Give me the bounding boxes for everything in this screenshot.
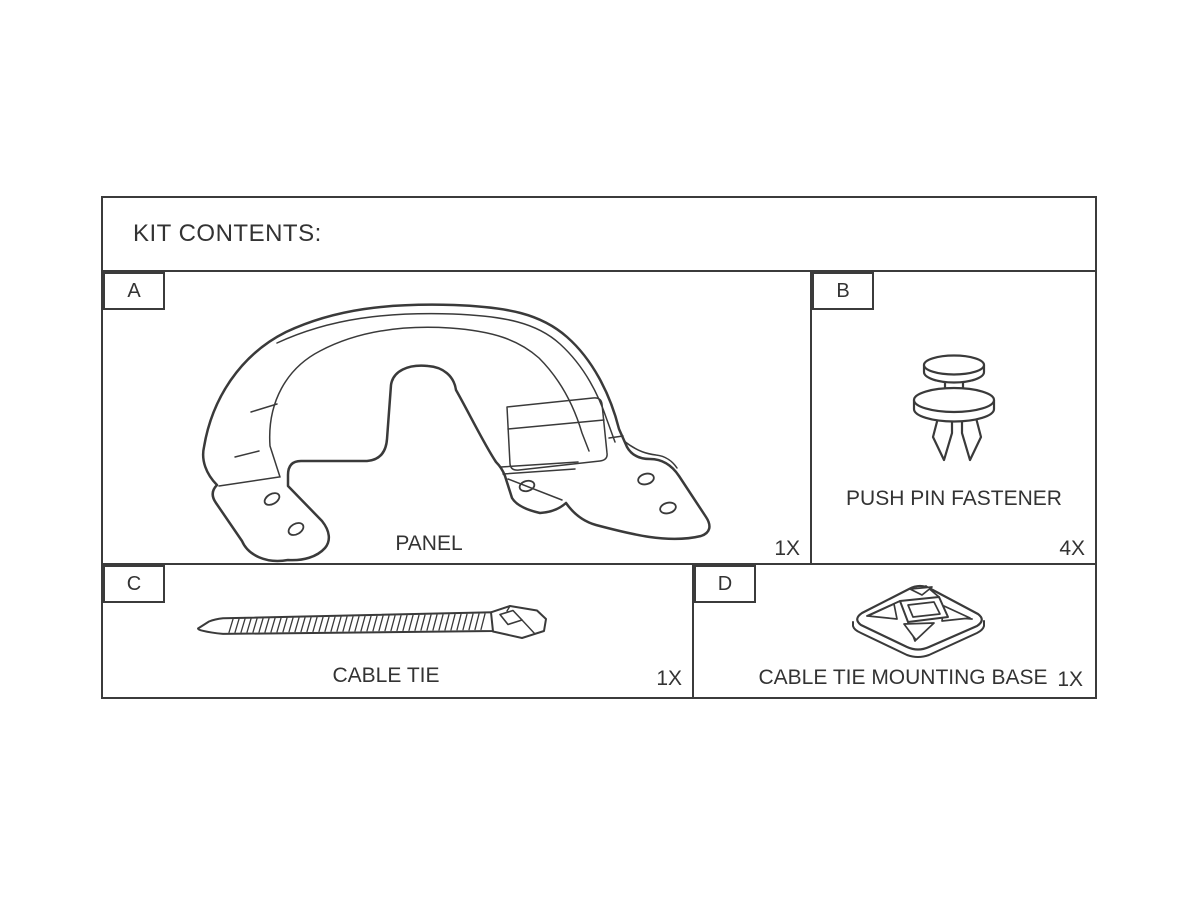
cable-tie-illustration-icon xyxy=(197,605,547,639)
cable-tie-ridges xyxy=(228,613,486,634)
push-pin-fastener-illustration-icon xyxy=(912,354,996,462)
section-c-label-box: C xyxy=(103,565,165,603)
section-a-label-box: A xyxy=(103,272,165,310)
quantity-panel: 1X xyxy=(774,537,800,560)
part-name-panel: PANEL xyxy=(395,532,463,555)
section-d-label: D xyxy=(717,572,733,595)
section-b-label-box: B xyxy=(812,272,874,310)
section-c-label: C xyxy=(126,572,142,595)
section-c-cable-tie: C CABLE TIE 1X xyxy=(103,565,694,697)
kit-title: KIT CONTENTS: xyxy=(133,220,322,247)
section-a-panel: A xyxy=(103,272,812,565)
section-d-mounting-base: D CABLE TIE MOUNTING xyxy=(694,565,1095,697)
part-name-cable-tie-mounting-base: CABLE TIE MOUNTING BASE xyxy=(758,666,1048,689)
part-name-cable-tie: CABLE TIE xyxy=(332,664,440,687)
section-d-label-box: D xyxy=(694,565,756,603)
panel-illustration-icon xyxy=(201,303,711,563)
kit-header-row: KIT CONTENTS: xyxy=(103,198,1095,272)
section-b-label: B xyxy=(836,279,850,302)
section-a-label: A xyxy=(127,279,141,302)
part-name-push-pin-fastener: PUSH PIN FASTENER xyxy=(846,487,1062,510)
quantity-cable-tie-mounting-base: 1X xyxy=(1057,668,1083,691)
cable-tie-mounting-base-illustration-icon xyxy=(852,584,985,658)
quantity-push-pin-fastener: 4X xyxy=(1059,537,1085,560)
section-b-push-pin: B PUSH PIN FASTENER 4X xyxy=(812,272,1095,565)
kit-contents-table: KIT CONTENTS: A xyxy=(101,196,1097,699)
quantity-cable-tie: 1X xyxy=(656,667,682,690)
